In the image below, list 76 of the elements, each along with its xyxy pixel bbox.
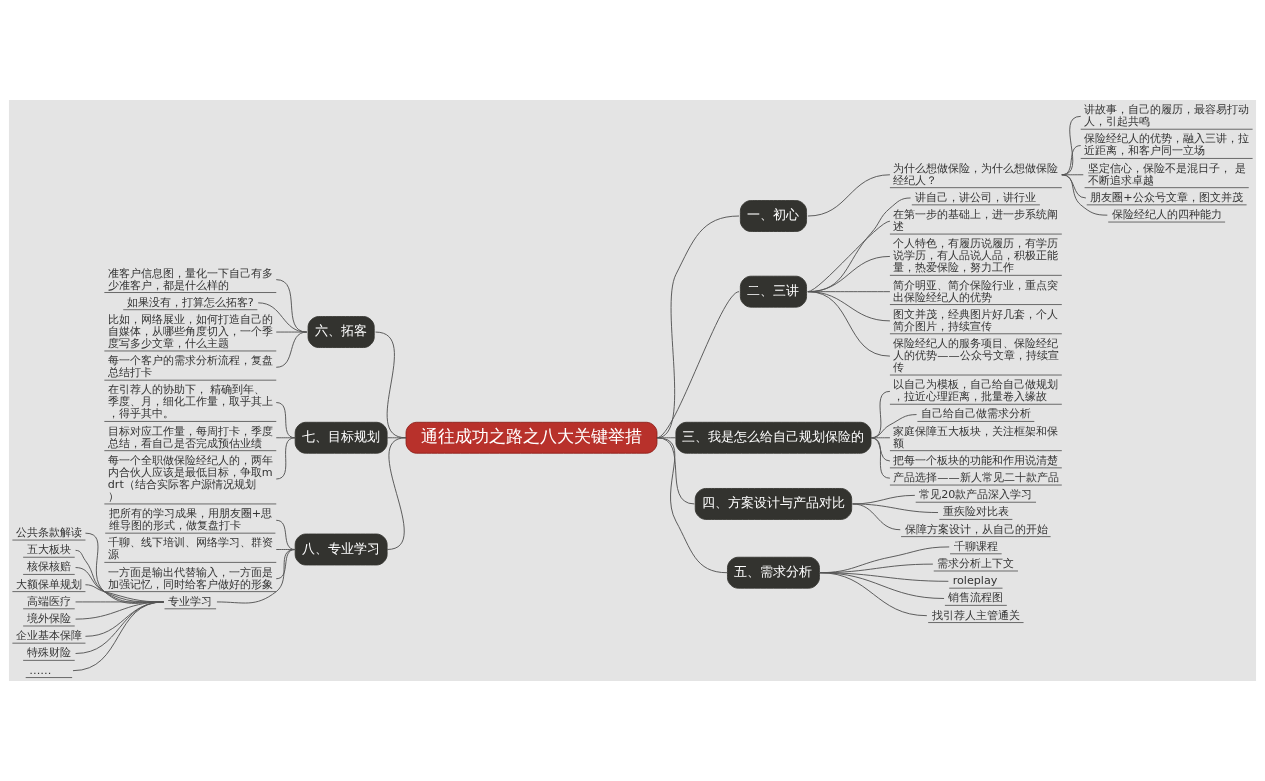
node-text: 一方面是输出代替输入，一方面是加强记忆，同时给客户做好的形象 [107, 565, 273, 591]
node-box: 三、我是怎么给自己规划保险的 [675, 421, 872, 454]
node-text: 简介明亚、简介保险行业，重点突出保险经纪人的优势 [893, 278, 1059, 304]
node-box: 五、需求分析 [727, 556, 820, 589]
node-box: 四、方案设计与产品对比 [694, 488, 853, 520]
node-text: 千聊课程 [953, 539, 998, 553]
connector [807, 197, 911, 293]
connector [1061, 174, 1108, 216]
node-text: 高端医疗 [26, 594, 71, 608]
node-text: 公共条款解读 [15, 526, 82, 540]
node-text: 准客户信息图，量化一下自己有多少准客户，都是什么样的 [107, 266, 273, 292]
node-box: 通往成功之路之八大关键举措 [405, 421, 658, 454]
node-box: 一、初心 [739, 200, 807, 232]
node-text: 销售流程图 [948, 591, 1004, 605]
connector [275, 549, 296, 580]
connector [819, 572, 928, 617]
node-text: 千聊、线下培训、网络学习、群资源 [107, 536, 273, 562]
node-text: 比如，网络展业，如何打造自己的自媒体，从哪些角度切入，一个季度写多少文章，什么主题 [107, 312, 273, 351]
node-text: 讲自己，讲公司，讲行业 [915, 190, 1037, 204]
node-box: 八、专业学习 [294, 533, 388, 566]
node-text: 把每一个板块的功能和作用说清楚 [893, 453, 1059, 467]
node-text: 专业学习 [167, 594, 212, 608]
node-text: 保障方案设计，从自己的开始 [904, 522, 1048, 536]
connector [72, 601, 165, 672]
node-text: 保险经纪人的四种能力 [1111, 208, 1222, 222]
connector [257, 302, 308, 333]
node-text: 保险经纪人的服务项目、保险经纪人的优势——公众号文章，持续宣传 [893, 337, 1059, 375]
connector [807, 220, 891, 293]
connector [656, 437, 695, 505]
node-text: 把所有的学习成果，用朋友圈+思维导图的形式，做复盘打卡 [108, 507, 273, 533]
connector [275, 519, 296, 550]
node-text: 讲故事，自己的履历，最容易打动人，引起共鸣 [1084, 103, 1250, 129]
node-text: 大额保单规划 [15, 577, 82, 591]
connector [656, 291, 740, 439]
node-text: 核保核赔 [26, 560, 71, 574]
node-box: 六、拓客 [307, 316, 375, 348]
connector [275, 437, 296, 480]
node-text: 朋友圈+公众号文章，图文并茂 [1090, 190, 1243, 204]
node-text: 重疾险对比表 [942, 505, 1009, 519]
connector [275, 279, 308, 333]
node-text: 境外保险 [26, 612, 71, 626]
node-text: 以自己为模板，自己给自己做规划，拉近心理距离，批量卷入缘故 [893, 378, 1059, 404]
connector [275, 331, 308, 333]
connector [870, 437, 891, 479]
node-text: 个人特色，有履历说履历，有学历说学历，有人品说人品，积极正能量，热爱保险，努力工作 [893, 237, 1059, 275]
connector [216, 549, 296, 604]
node-text: 五大板块 [26, 543, 71, 557]
node-box: 七、目标规划 [294, 421, 388, 454]
connector [807, 291, 891, 357]
connector [852, 503, 901, 531]
connector [656, 437, 728, 574]
node-text: 每一个客户的需求分析流程，复盘总结打卡 [107, 354, 273, 380]
node-text: 坚定信心，保险不是混日子， 是不断追求卓越 [1088, 161, 1246, 187]
node-text: …… [29, 663, 52, 677]
connector [386, 437, 407, 550]
node-text: 家庭保障五大板块，关注框架和保额 [893, 424, 1059, 450]
node-text: 常见20款产品深入学习 [919, 488, 1033, 502]
connector [275, 331, 308, 368]
connector [656, 215, 740, 439]
node-text: 需求分析上下文 [937, 557, 1015, 571]
node-text: 产品选择——新人常见二十款产品 [893, 471, 1059, 485]
node-text: 特殊财险 [26, 646, 71, 660]
node-text: 在第一步的基础上，进一步系统阐述 [893, 208, 1059, 234]
node-text: 企业基本保障 [15, 629, 82, 643]
node-text: 找引荐人主管通关 [931, 608, 1020, 622]
node-text: 在引荐人的协助下， 精确到年、季度、月，细化工作量，取乎其上，得乎其中。 [107, 383, 273, 421]
node-box: 二、三讲 [739, 275, 807, 308]
node-text: 目标对应工作量，每周打卡，季度总结，看自己是否完成预估业绩 [107, 424, 273, 450]
node-text: 图文并茂，经典图片好几套，个人简介图片，持续宣传 [893, 307, 1059, 333]
node-text: 如果没有，打算怎么拓客? [126, 295, 254, 309]
node-text: roleplay [952, 574, 998, 588]
node-text: 自己给自己做需求分析 [920, 407, 1031, 421]
node-text: 每一个全职做保险经纪人的，两年内合伙人应该是最低目标，争取mdrt（结合实际客户源情况规划） [107, 453, 273, 503]
node-text: 保险经纪人的优势，融入三讲，拉近距离，和客户同一立场 [1084, 132, 1250, 158]
node-text: 为什么想做保险，为什么想做保险经纪人？ [893, 161, 1059, 187]
connector [807, 174, 891, 217]
